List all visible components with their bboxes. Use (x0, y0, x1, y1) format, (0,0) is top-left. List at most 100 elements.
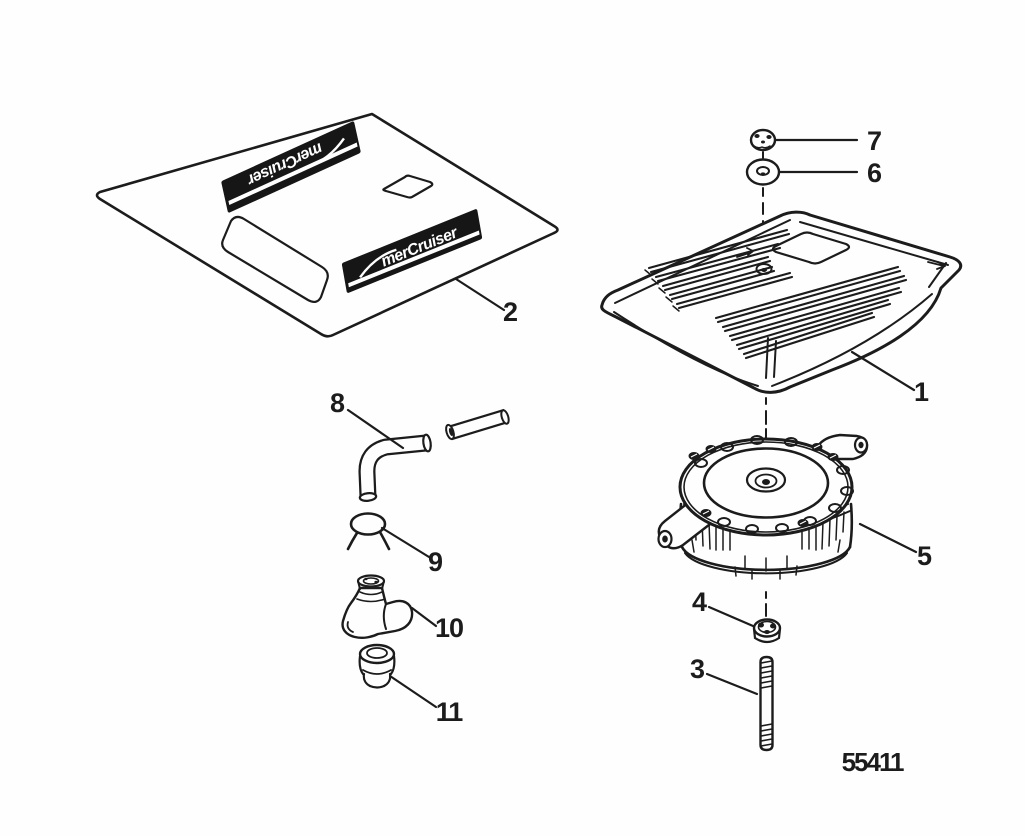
callout-3: 3 (690, 654, 759, 696)
callout-2: 2 (454, 277, 518, 327)
locknut-body (752, 627, 782, 644)
cap-nut-part (749, 128, 777, 152)
callout-8: 8 (330, 388, 405, 450)
callout-6: 6 (778, 158, 883, 188)
elbow-barb-ridges (356, 591, 386, 603)
callout-10: 10 (410, 606, 464, 643)
stud-part (759, 655, 774, 752)
callout-label-2: 2 (503, 297, 517, 327)
decal-swoosh (359, 248, 397, 279)
callout-11: 11 (388, 674, 464, 727)
leader-line-8 (346, 408, 405, 450)
plug-sides (358, 654, 396, 688)
elbow-body (341, 586, 414, 639)
blank-decal-outline-large (221, 215, 329, 304)
leader-line-1 (850, 350, 916, 392)
flame-arrestor-part (657, 433, 869, 580)
hub-center-hole (762, 479, 770, 485)
flange-screw-heads (688, 443, 839, 527)
stud-threads-bottom (760, 723, 773, 747)
leader-line-11 (388, 674, 438, 709)
plug-lip-line (362, 669, 392, 675)
callout-label-4: 4 (692, 587, 707, 617)
callout-5: 5 (858, 522, 933, 571)
bracket-right-pin-hole (858, 441, 864, 449)
hose-part (358, 408, 510, 502)
locknut-part (752, 618, 782, 644)
brand-decal-inverted: merCruiser (221, 121, 361, 213)
cap-nut-center (761, 140, 765, 144)
cover-skirt-seams (765, 337, 777, 379)
callout-label-1: 1 (914, 377, 929, 407)
drawing-number: 55411 (842, 747, 904, 777)
callout-label-8: 8 (330, 388, 345, 418)
blank-decal-outline-small (382, 174, 434, 199)
cover-part (600, 210, 963, 394)
locknut-mark (758, 622, 764, 628)
callout-label-3: 3 (690, 654, 705, 684)
cover-rib-ends (644, 269, 680, 312)
leader-line-2 (454, 277, 506, 312)
flange-top-plate (702, 447, 830, 519)
leader-line-10 (410, 606, 438, 628)
cover-stud-hole-center (761, 268, 767, 272)
hose-bent-bore (360, 436, 427, 498)
washer-hole-shadow (760, 172, 766, 176)
clamp-ring (349, 512, 387, 536)
callouts: 1 2 3 4 5 6 7 8 (330, 126, 933, 727)
cap-nut-slot (766, 135, 772, 139)
cover-skirt-lip (613, 293, 933, 387)
callout-label-9: 9 (428, 547, 443, 577)
decal-swoosh (308, 137, 345, 168)
locknut-mark (764, 630, 770, 634)
cover-arrow-marks (736, 247, 946, 270)
cover-ribs-upper (647, 228, 794, 310)
elbow-fitting-part (341, 574, 414, 639)
elbow-rim-mark (374, 580, 378, 584)
elbow-top-rim (356, 574, 386, 588)
elbow-outlet-rim (346, 621, 354, 633)
cover-center-pad (771, 231, 851, 265)
cover-stud-hole (755, 263, 773, 275)
hose-straight-far-end (500, 409, 510, 425)
bracket-left-pin-hole (662, 535, 668, 543)
callout-9: 9 (380, 526, 444, 577)
stud-threads-top (760, 660, 773, 689)
locknut-mark (770, 623, 776, 629)
callout-7: 7 (774, 126, 882, 156)
callout-4: 4 (692, 587, 755, 628)
drum-bottom-rim-inner (684, 552, 848, 575)
hose-bent-cut-end (422, 433, 432, 453)
cap-nut-scallop (753, 145, 771, 149)
cap-nut-slot (754, 134, 760, 138)
decal-stripe (348, 230, 480, 288)
hose-straight-bore (448, 410, 508, 439)
hose-clamp-part (346, 512, 391, 551)
callout-label-5: 5 (917, 541, 932, 571)
elbow-top-bore (362, 577, 380, 585)
hub-inner (754, 473, 778, 489)
elbow-foot-line (382, 603, 387, 630)
callout-label-7: 7 (867, 126, 881, 156)
plug-part (358, 643, 396, 689)
callout-label-11: 11 (436, 697, 464, 727)
callout-1: 1 (850, 350, 930, 407)
hose-straight-bore-shadow (448, 427, 454, 437)
leader-line-4 (707, 605, 755, 628)
cover-ribs-lower (714, 265, 908, 360)
clamp-legs (346, 530, 391, 551)
decal-sheet-part: merCruiser merCruiser (95, 112, 559, 338)
leader-line-9 (380, 526, 431, 559)
callout-label-10: 10 (435, 613, 463, 643)
elbow-rim-mark (364, 577, 368, 581)
callout-label-6: 6 (867, 158, 882, 188)
washer-body (745, 158, 781, 186)
leader-line-3 (705, 672, 759, 696)
hose-bent-open-end (358, 492, 378, 502)
stud-body (759, 655, 774, 752)
cover-outline (600, 210, 963, 394)
plug-bottom (368, 684, 386, 689)
washer-part (745, 158, 781, 186)
leader-line-5 (858, 522, 918, 554)
